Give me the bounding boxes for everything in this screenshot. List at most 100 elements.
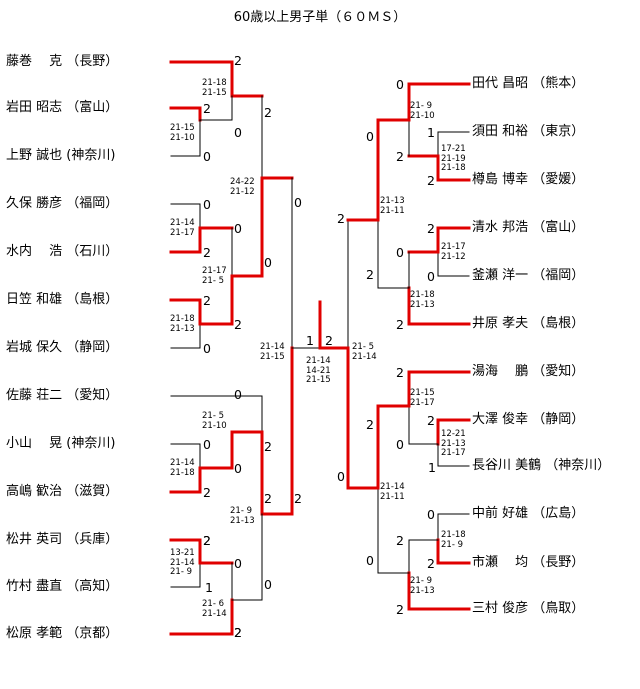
right-player-3: 樽島 博幸 （愛媛） (472, 172, 584, 188)
game-score: 12-21 21-13 21-17 (441, 429, 466, 458)
match-score: 1 (205, 580, 213, 595)
game-score: 21-14 21-17 (170, 218, 195, 238)
game-score: 21-17 21- 5 (202, 266, 227, 286)
left-player-13: 松原 孝範 （京都） (6, 626, 118, 642)
player-name: 市瀬 均 (472, 555, 529, 570)
match-score: 2 (203, 533, 211, 548)
left-player-3: 上野 誠也 (神奈川) (6, 148, 115, 164)
game-score: 21-18 21-15 (202, 78, 227, 98)
player-name: 清水 邦浩 (472, 220, 529, 235)
player-pref: （島根） (66, 292, 119, 307)
player-name: 高嶋 歓治 (6, 484, 63, 499)
match-score: 2 (427, 221, 435, 236)
game-score: 21-15 21-17 (410, 388, 435, 408)
match-score: 2 (203, 245, 211, 260)
game-score: 21- 9 21-13 (230, 506, 255, 526)
right-player-12: 三村 俊彦 （鳥取） (472, 601, 584, 617)
match-score: 0 (337, 469, 345, 484)
match-score: 0 (396, 77, 404, 92)
player-pref: （島根） (532, 316, 585, 331)
player-pref: （福岡） (532, 268, 585, 283)
game-score: 21- 9 21-13 (410, 576, 435, 596)
page-title: 60歳以上男子単（６０ＭＳ） (233, 10, 407, 25)
match-score: 2 (203, 533, 211, 548)
game-score: 21-14 21-11 (380, 482, 405, 502)
player-pref: （長野） (66, 54, 119, 69)
player-name: 岩田 昭志 (6, 100, 63, 115)
match-score: 0 (203, 149, 211, 164)
left-player-10: 高嶋 歓治 （滋賀） (6, 484, 118, 500)
game-score: 13-21 21-14 21- 9 (170, 548, 195, 577)
player-pref: （静岡） (66, 340, 119, 355)
match-score: 2 (396, 365, 404, 380)
player-name: 日笠 和雄 (6, 292, 63, 307)
game-score: 21-14 14-21 21-15 (306, 356, 331, 385)
player-name: 長谷川 美鶴 (472, 458, 542, 473)
game-score: 21- 5 21-10 (202, 411, 227, 431)
player-pref: （石川） (66, 244, 119, 259)
game-score: 21-14 21-15 (260, 342, 285, 362)
player-name: 三村 俊彦 (472, 601, 529, 616)
player-pref: （長野） (532, 555, 585, 570)
match-score: 2 (203, 293, 211, 308)
match-score: 2 (203, 485, 211, 500)
player-name: 藤巻 克 (6, 54, 63, 69)
match-score: 2 (294, 491, 302, 506)
right-player-1: 田代 昌昭 （熊本） (472, 76, 584, 92)
left-player-9: 小山 晃 (神奈川) (6, 436, 115, 452)
match-score: 0 (396, 245, 404, 260)
match-score: 2 (366, 417, 374, 432)
match-score: 2 (264, 105, 272, 120)
left-player-5: 水内 浩 （石川） (6, 244, 118, 260)
player-name: 井原 孝夫 (472, 316, 529, 331)
match-score: 2 (337, 211, 345, 226)
player-pref: （愛媛） (532, 172, 585, 187)
game-score: 21- 9 21-10 (410, 101, 435, 121)
match-score: 2 (396, 317, 404, 332)
match-score: 2 (264, 491, 272, 506)
left-player-4: 久保 勝彦 （福岡） (6, 196, 118, 212)
right-player-9: 長谷川 美鶴 （神奈川） (472, 458, 610, 474)
player-name: 大澤 俊幸 (472, 412, 529, 427)
match-score: 2 (234, 625, 242, 640)
player-name: 松原 孝範 (6, 626, 63, 641)
player-pref: （神奈川） (545, 458, 611, 473)
player-name: 水内 浩 (6, 244, 63, 259)
match-score: 1 (306, 333, 314, 348)
player-pref: （東京） (532, 124, 585, 139)
right-player-7: 湯海 鵬 （愛知） (472, 364, 584, 380)
player-pref: （兵庫） (66, 532, 119, 547)
game-score: 24-22 21-12 (230, 177, 255, 197)
right-player-5: 釜瀬 洋一 （福岡） (472, 268, 584, 284)
player-name: 須田 和裕 (472, 124, 529, 139)
match-score: 0 (234, 221, 242, 236)
match-score: 2 (234, 53, 242, 68)
match-score: 0 (366, 553, 374, 568)
player-name: 湯海 鵬 (472, 364, 529, 379)
match-score: 2 (325, 333, 333, 348)
match-score: 1 (428, 460, 436, 475)
player-name: 佐藤 荘二 (6, 388, 63, 403)
match-score: 0 (264, 577, 272, 592)
right-player-6: 井原 孝夫 （島根） (472, 316, 584, 332)
game-score: 21-18 21-13 (410, 290, 435, 310)
game-score: 21-18 21- 9 (441, 530, 466, 550)
player-pref: （愛知） (532, 364, 585, 379)
right-player-4: 清水 邦浩 （富山） (472, 220, 584, 236)
game-score: 21-15 21-10 (170, 123, 195, 143)
game-score: 21-14 21-18 (170, 458, 195, 478)
match-score: 0 (203, 437, 211, 452)
right-player-11: 市瀬 均 （長野） (472, 555, 584, 571)
player-name: 釜瀬 洋一 (472, 268, 529, 283)
match-score: 0 (396, 437, 404, 452)
left-player-6: 日笠 和雄 （島根） (6, 292, 118, 308)
player-name: 樽島 博幸 (472, 172, 529, 187)
player-pref: (神奈川) (66, 436, 116, 451)
player-name: 中前 好雄 (472, 506, 529, 521)
game-score: 17-21 21-19 21-18 (441, 144, 466, 173)
player-pref: （静岡） (532, 412, 585, 427)
left-player-12: 竹村 盡直 （高知） (6, 579, 118, 595)
game-score: 21- 5 21-14 (352, 342, 377, 362)
right-player-8: 大澤 俊幸 （静岡） (472, 412, 584, 428)
